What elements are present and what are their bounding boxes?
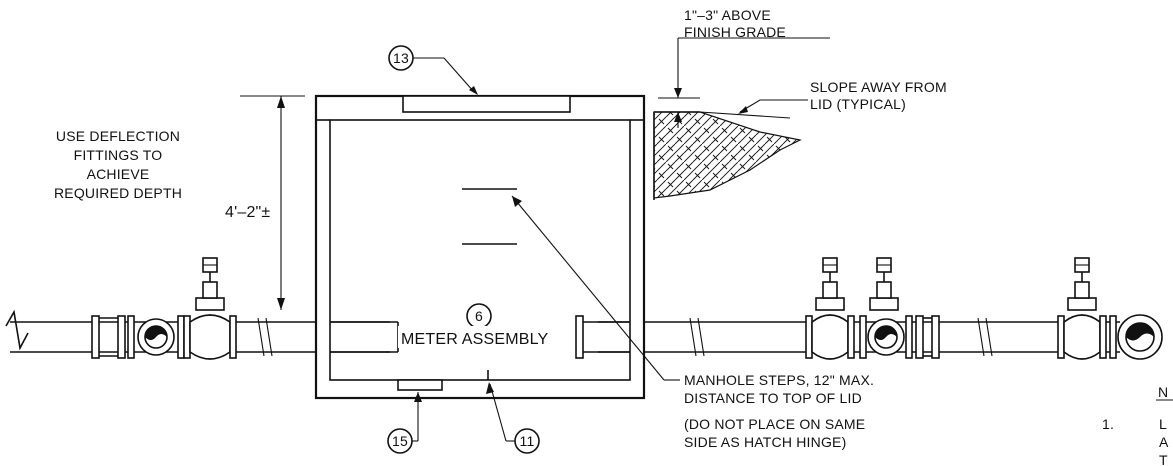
- notes-line2: A: [1159, 434, 1169, 450]
- callout-sump-number: 11: [520, 433, 535, 449]
- deflection-line3: ACHIEVE: [87, 166, 150, 182]
- manhole-leader: [511, 195, 680, 381]
- notes-line1: L: [1159, 416, 1167, 432]
- deflection-line2: FITTINGS TO: [74, 147, 163, 163]
- grade-dimension: [658, 37, 830, 128]
- manhole-steps: [462, 188, 517, 380]
- far-right-check-valve: [1109, 314, 1163, 360]
- manhole-label-line4: SIDE AS HATCH HINGE): [684, 434, 846, 450]
- drain-callout: [387, 392, 422, 454]
- right-gate-valve-2: [869, 257, 899, 311]
- callout-meter-number: 6: [475, 308, 483, 324]
- meter-assembly-label: METER ASSEMBLY: [401, 331, 549, 348]
- manhole-label-line3: (DO NOT PLACE ON SAME: [684, 416, 865, 432]
- slope-label-line2: LID (TYPICAL): [810, 96, 906, 112]
- right-flange-coupling: [915, 315, 940, 359]
- notes-item-number: 1.: [1102, 416, 1114, 432]
- slope-leader: [738, 99, 808, 114]
- callout-drain-number: 15: [392, 433, 408, 449]
- right-check-valve: [859, 315, 913, 359]
- access-hatch: [402, 95, 571, 113]
- callout-hatch-number: 13: [393, 50, 409, 66]
- depth-dimension-label: 4'–2"±: [225, 204, 270, 221]
- notes-heading-fragment: N: [1158, 384, 1168, 400]
- sump-callout: [486, 382, 540, 454]
- slope-label-line1: SLOPE AWAY FROM: [810, 79, 947, 95]
- manhole-label-line2: DISTANCE TO TOP OF LID: [684, 390, 862, 406]
- notes-line3: T: [1159, 452, 1168, 466]
- finish-grade: [653, 111, 802, 200]
- deflection-note: USE DEFLECTION FITTINGS TO ACHIEVE REQUI…: [54, 128, 182, 201]
- left-gate-valve: [183, 257, 237, 360]
- left-check-valve: [127, 315, 185, 359]
- deflection-line4: REQUIRED DEPTH: [54, 185, 182, 201]
- right-gate-valve-1: [805, 257, 855, 360]
- depth-dimension: [240, 95, 305, 310]
- meter-flange: [575, 315, 584, 359]
- hatch-callout: [388, 45, 478, 95]
- grade-label-line2: FINISH GRADE: [684, 24, 786, 40]
- deflection-line1: USE DEFLECTION: [56, 128, 180, 144]
- left-flange-coupling: [91, 315, 126, 359]
- meter-vault: [314, 94, 646, 400]
- drain-sump: [397, 379, 443, 391]
- grade-label-line1: 1"–3" ABOVE: [684, 7, 771, 23]
- far-right-gate-valve: [1057, 257, 1107, 360]
- pipe-break-marks: [5, 309, 993, 357]
- manhole-label-line1: MANHOLE STEPS, 12" MAX.: [684, 372, 874, 388]
